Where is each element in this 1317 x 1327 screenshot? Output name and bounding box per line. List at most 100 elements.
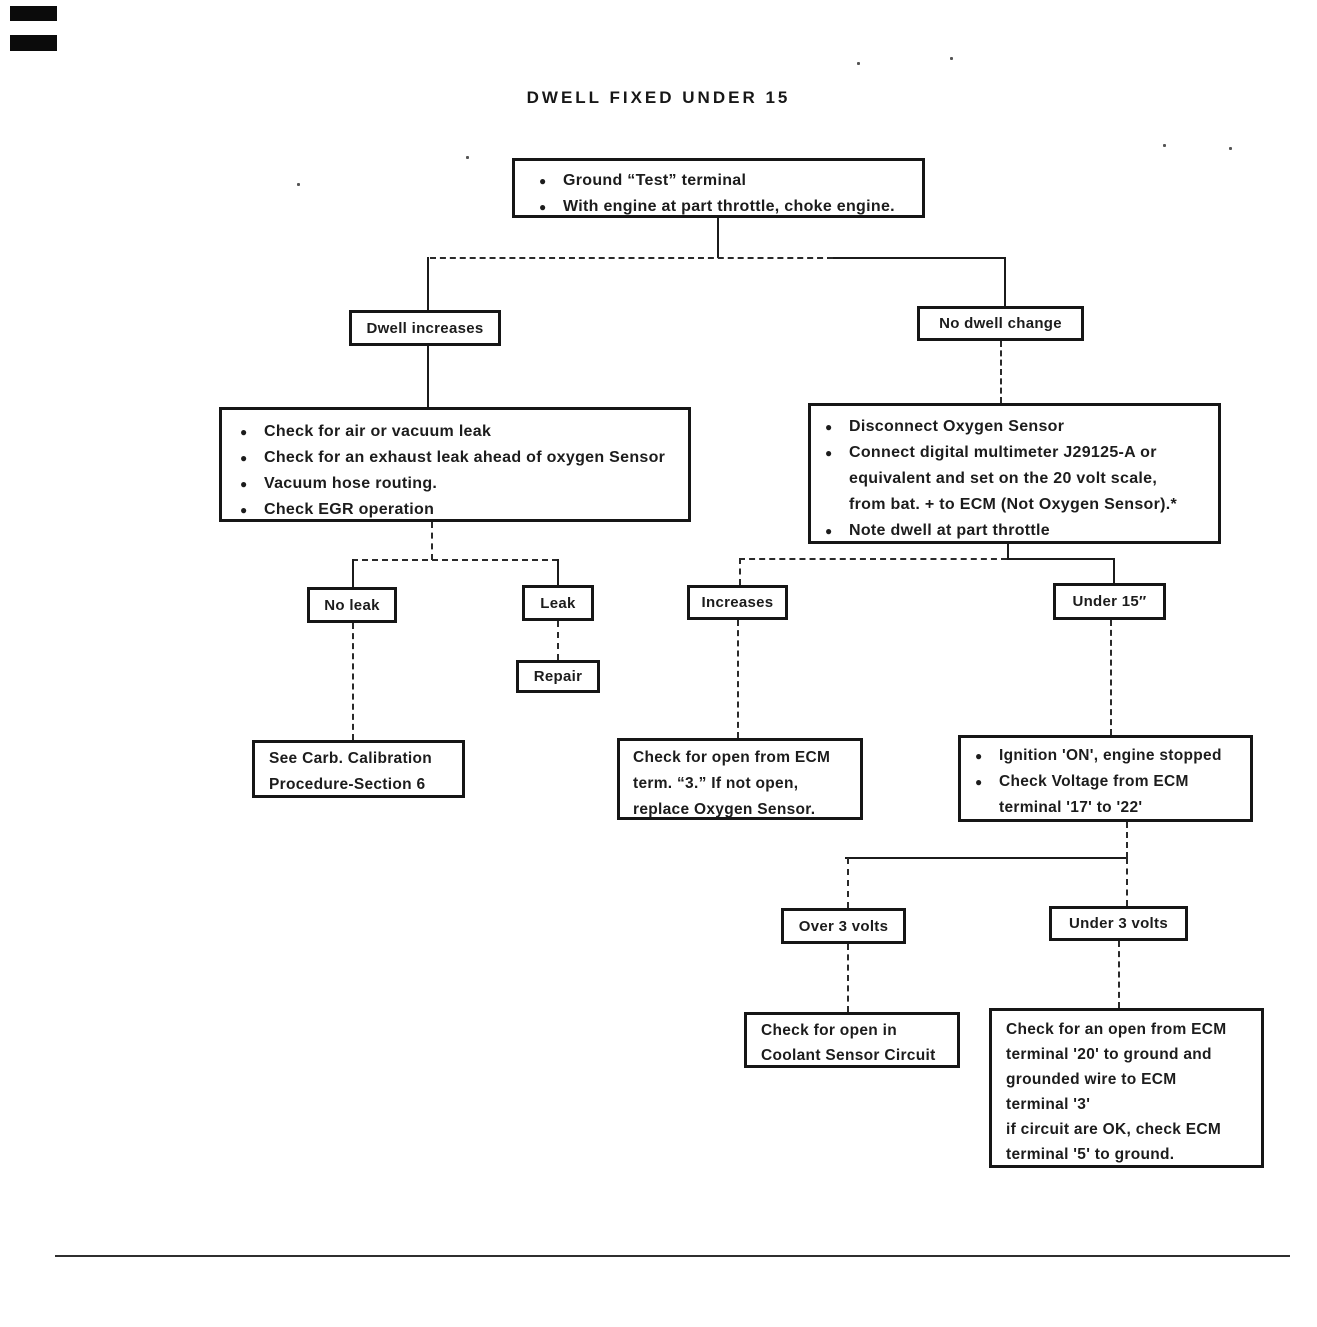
step-text: Ignition 'ON', engine stopped	[999, 747, 1222, 764]
step-text: Ground “Test” terminal	[563, 172, 747, 189]
step-text: Check Voltage from ECM	[999, 773, 1189, 790]
connector	[557, 559, 559, 585]
list-item: ●Ignition 'ON', engine stopped	[975, 743, 1250, 769]
step-text: if circuit are OK, check ECM	[1006, 1121, 1222, 1138]
step-text: Check for an exhaust leak ahead of oxyge…	[264, 449, 666, 466]
connector	[1113, 558, 1115, 583]
flow-node-no-leak: No leak	[307, 587, 397, 623]
bullet-icon: ●	[240, 425, 248, 439]
step-text: terminal '17' to '22'	[999, 799, 1143, 816]
step-text: terminal '5' to ground.	[1006, 1146, 1175, 1163]
list-item: ● Note dwell at part throttle	[825, 518, 1218, 544]
page-title: DWELL FIXED UNDER 15	[526, 88, 791, 107]
connector	[739, 558, 1007, 560]
list-item: from bat. + to ECM (Not Oxygen Sensor).*	[825, 492, 1218, 518]
connector	[847, 944, 849, 1012]
list-item: ● Check for air or vacuum leak	[240, 419, 688, 445]
scan-speck	[950, 57, 953, 60]
scan-artifact-bar	[10, 6, 57, 21]
step-text: Check for open in	[761, 1022, 898, 1039]
step-text: Connect digital multimeter J29125-A or	[849, 444, 1157, 461]
scan-speck	[1229, 147, 1232, 150]
flow-node-ecm-terminal-20: Check for an open from ECM terminal '20'…	[989, 1008, 1264, 1168]
connector	[427, 257, 429, 310]
step-text: With engine at part throttle, choke engi…	[563, 198, 895, 215]
step-text: term. “3.” If not open,	[633, 775, 799, 792]
step-text: grounded wire to ECM	[1006, 1071, 1177, 1088]
connector	[847, 858, 849, 908]
connector	[845, 857, 1126, 859]
connector	[557, 621, 559, 660]
scan-speck	[466, 156, 469, 159]
step-text: Disconnect Oxygen Sensor	[849, 418, 1065, 435]
bullet-icon: ●	[539, 200, 547, 214]
step-text: Coolant Sensor Circuit	[761, 1047, 936, 1064]
list-item: ● Check for an exhaust leak ahead of oxyg…	[240, 445, 688, 471]
connector	[352, 623, 354, 740]
node-label: Leak	[540, 594, 576, 612]
connector	[1126, 858, 1128, 906]
node-label: Increases	[701, 594, 774, 611]
bullet-icon: ●	[825, 524, 833, 538]
step-text: Check for open from ECM	[633, 749, 831, 766]
node-label: No dwell change	[939, 315, 1062, 332]
connector	[737, 620, 739, 738]
connector	[352, 559, 558, 561]
list-item: ● Vacuum hose routing.	[240, 471, 688, 497]
step-text: terminal '20' to ground and	[1006, 1046, 1212, 1063]
bullet-icon: ●	[240, 503, 248, 517]
list-item: ●Connect digital multimeter J29125-A or	[825, 440, 1218, 466]
page-bottom-rule	[55, 1255, 1290, 1257]
step-text: from bat. + to ECM (Not Oxygen Sensor).*	[849, 496, 1178, 513]
node-label: Under 15″	[1072, 593, 1147, 610]
connector	[833, 257, 1006, 259]
bullet-icon: ●	[240, 477, 248, 491]
node-label: Dwell increases	[366, 319, 484, 337]
bullet-icon: ●	[975, 775, 983, 789]
connector	[1110, 620, 1112, 735]
step-text: See Carb. Calibration	[269, 750, 433, 767]
flow-node-leak: Leak	[522, 585, 594, 621]
step-text: Check for an open from ECM	[1006, 1021, 1227, 1038]
connector	[739, 558, 741, 585]
connector	[1004, 257, 1006, 306]
flow-node-over-3-volts: Over 3 volts	[781, 908, 906, 944]
connector	[427, 346, 429, 407]
connector	[1118, 941, 1120, 1008]
bullet-icon: ●	[240, 451, 248, 465]
list-item: ● Disconnect Oxygen Sensor	[825, 414, 1218, 440]
flow-node-no-dwell-change: No dwell change	[917, 306, 1084, 341]
flow-node-check-open-ecm3: Check for open from ECM term. “3.” If no…	[617, 738, 863, 820]
bullet-icon: ●	[825, 420, 833, 434]
connector	[1007, 558, 1114, 560]
flow-node-check-leaks: ● Check for air or vacuum leak ● Check for…	[219, 407, 691, 522]
list-item: ● Ground “Test” terminal	[539, 168, 922, 194]
step-text: Check for air or vacuum leak	[264, 423, 492, 440]
step-text: Procedure-Section 6	[269, 776, 426, 793]
scan-artifact-bar	[10, 35, 57, 51]
flow-node-under-15: Under 15″	[1053, 583, 1166, 620]
node-label: Under 3 volts	[1069, 915, 1168, 932]
scan-speck	[857, 62, 860, 65]
connector	[1000, 341, 1002, 403]
scan-speck	[297, 183, 300, 186]
list-item: ● Check Voltage from ECM	[975, 769, 1250, 795]
step-text: equivalent and set on the 20 volt scale,	[849, 470, 1158, 487]
step-text: replace Oxygen Sensor.	[633, 801, 816, 818]
flow-node-disconnect-sensor: ●Disconnect Oxygen Sensor ●Connect digit…	[808, 403, 1221, 544]
list-item: terminal '17' to '22'	[975, 795, 1250, 821]
flow-node-under-3-volts: Under 3 volts	[1049, 906, 1188, 941]
scan-speck	[1163, 144, 1166, 147]
flow-node-see-carb: See Carb. Calibration Procedure-Section …	[252, 740, 465, 798]
flow-node-ignition-on: ●Ignition 'ON', engine stopped ● Check Vo…	[958, 735, 1253, 822]
node-label: Repair	[533, 668, 583, 685]
step-text: Vacuum hose routing.	[264, 475, 438, 492]
connector	[431, 522, 433, 560]
flow-node-increases: Increases	[687, 585, 788, 620]
step-text: Check EGR operation	[264, 501, 435, 518]
node-label: No leak	[324, 596, 380, 614]
connector	[430, 257, 833, 259]
step-text: Note dwell at part throttle	[849, 522, 1050, 539]
bullet-icon: ●	[539, 174, 547, 188]
